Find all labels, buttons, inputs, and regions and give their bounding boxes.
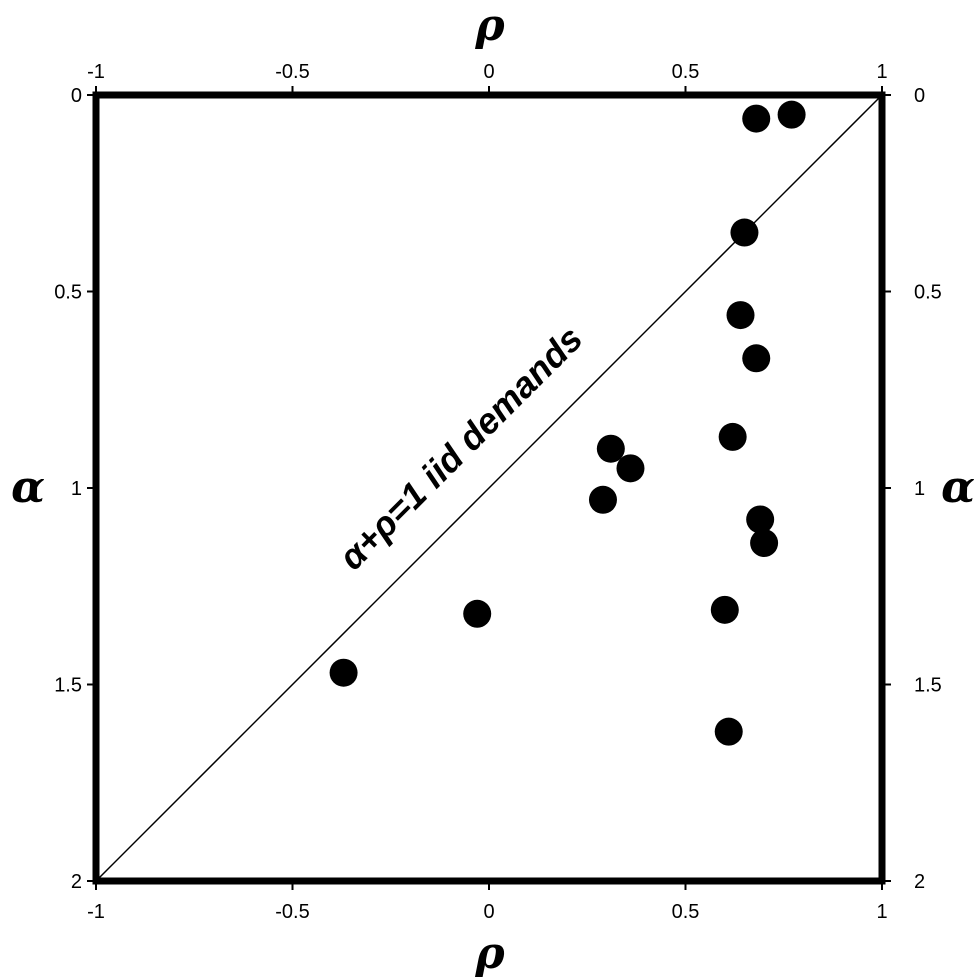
data-point — [616, 454, 645, 483]
y-tick-label-left: 1 — [71, 478, 82, 500]
data-point — [746, 505, 775, 534]
data-point — [742, 104, 771, 133]
data-point — [742, 344, 771, 373]
x-tick-label-top: -1 — [87, 61, 105, 83]
data-point — [463, 599, 492, 628]
y-tick-label-right: 0.5 — [914, 282, 942, 304]
y-tick-label-left: 2 — [71, 871, 82, 893]
y-tick-label-right: 1 — [914, 478, 925, 500]
data-point — [596, 434, 625, 463]
reference-line — [95, 94, 883, 882]
data-point — [718, 422, 747, 451]
x-tick-label-top: -0.5 — [275, 61, 309, 83]
y-axis-title-right: α — [941, 462, 975, 513]
x-tick-label-top: 0 — [483, 61, 494, 83]
y-tick-label-right: 2 — [914, 871, 925, 893]
y-tick-label-left: 0.5 — [54, 282, 82, 304]
x-tick-label-top: 0.5 — [672, 61, 700, 83]
data-point — [714, 717, 743, 746]
x-tick-label-bottom: 0.5 — [672, 901, 700, 923]
annotation-reference-line: α+ρ=1 iid demands — [331, 318, 591, 578]
data-point — [726, 301, 755, 330]
x-tick-label-bottom: 1 — [876, 901, 887, 923]
data-point — [588, 485, 617, 514]
x-tick-label-bottom: 0 — [483, 901, 494, 923]
data-point — [750, 529, 779, 558]
data-point — [730, 218, 759, 247]
y-axis-title-left: α — [11, 462, 45, 513]
y-tick-label-right: 1.5 — [914, 675, 942, 697]
y-tick-label-left: 0 — [71, 85, 82, 107]
y-tick-label-left: 1.5 — [54, 675, 82, 697]
data-point — [710, 595, 739, 624]
data-point — [777, 100, 806, 129]
x-tick-label-bottom: -1 — [87, 901, 105, 923]
x-axis-title-top: ρ — [474, 0, 505, 51]
x-axis-title-bottom: ρ — [474, 928, 505, 978]
data-point — [329, 658, 358, 687]
x-tick-label-top: 1 — [876, 61, 887, 83]
x-tick-label-bottom: -0.5 — [275, 901, 309, 923]
y-tick-label-right: 0 — [914, 85, 925, 107]
